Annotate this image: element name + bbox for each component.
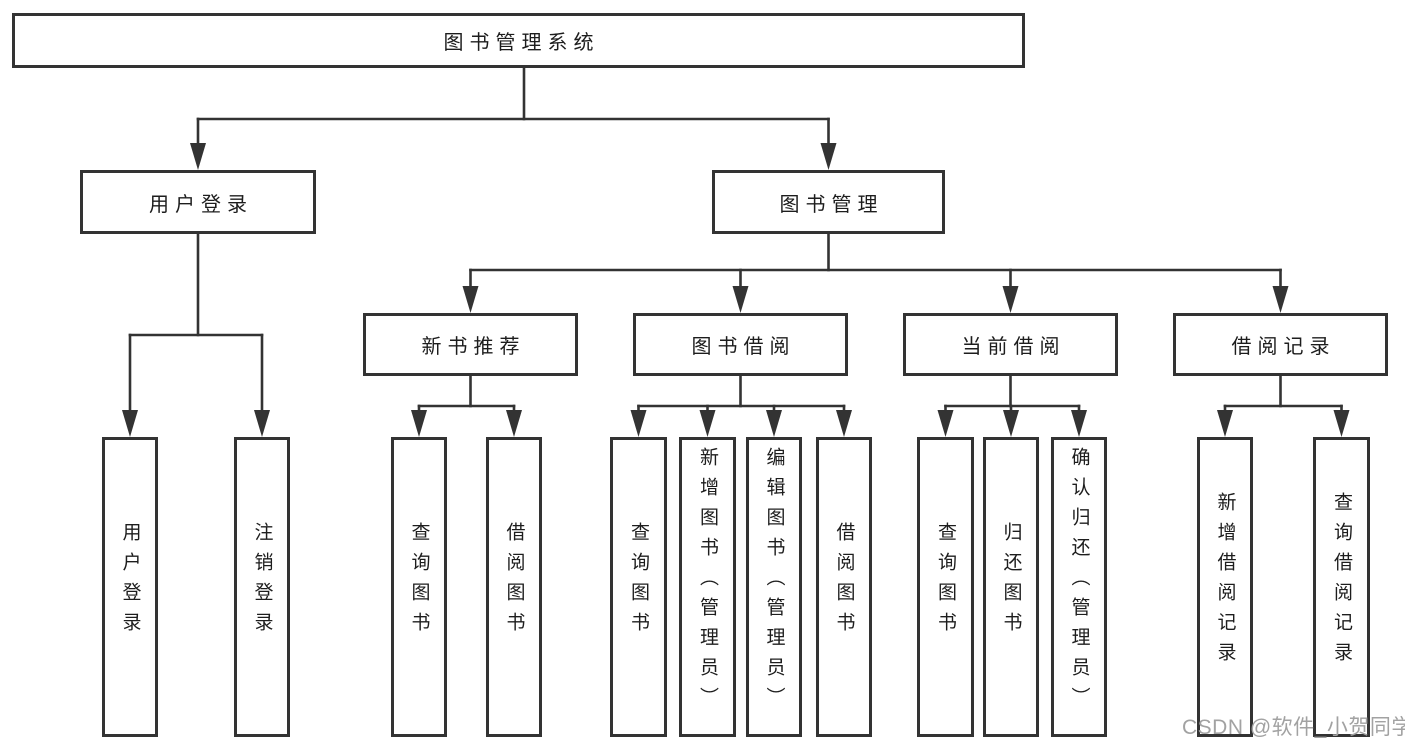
leaf-edit-books-admin: 编辑图书（管理员） — [746, 437, 802, 737]
leaf-user-login: 用户登录 — [102, 437, 158, 737]
node-library-system: 图书管理系统 — [12, 13, 1025, 68]
leaf-recommend-borrow-books-label: 借阅图书 — [503, 522, 525, 642]
leaf-edit-books-admin-label: 编辑图书（管理员） — [763, 447, 785, 717]
node-user-login: 用户登录 — [80, 170, 316, 234]
leaf-return-books-label: 归还图书 — [1000, 522, 1022, 642]
leaf-borrow-books: 借阅图书 — [816, 437, 872, 737]
node-book-borrow: 图书借阅 — [633, 313, 848, 376]
leaf-current-query-books-label: 查询图书 — [935, 522, 956, 642]
node-book-management-label: 图书管理 — [779, 193, 884, 216]
leaf-borrow-books-label: 借阅图书 — [833, 522, 855, 642]
leaf-add-borrow-record: 新增借阅记录 — [1197, 437, 1253, 737]
node-library-system-label: 图书管理系统 — [443, 32, 600, 54]
node-new-book-recommend: 新书推荐 — [363, 313, 578, 376]
leaf-logout-label: 注销登录 — [251, 522, 273, 642]
leaf-recommend-borrow-books: 借阅图书 — [486, 437, 542, 737]
leaf-query-borrow-record-label: 查询借阅记录 — [1331, 492, 1352, 672]
leaf-add-books-admin: 新增图书（管理员） — [679, 437, 736, 737]
leaf-query-borrow-record: 查询借阅记录 — [1313, 437, 1370, 737]
node-current-borrow: 当前借阅 — [903, 313, 1118, 376]
node-book-borrow-label: 图书借阅 — [691, 336, 796, 358]
leaf-borrow-query-books: 查询图书 — [610, 437, 667, 737]
node-new-book-recommend-label: 新书推荐 — [421, 336, 526, 358]
leaf-add-books-admin-label: 新增图书（管理员） — [697, 447, 718, 717]
leaf-return-books: 归还图书 — [983, 437, 1039, 737]
leaf-logout: 注销登录 — [234, 437, 290, 737]
leaf-borrow-query-books-label: 查询图书 — [628, 522, 649, 642]
leaf-confirm-return-admin-label: 确认归还（管理员） — [1068, 447, 1090, 717]
leaf-recommend-query-books-label: 查询图书 — [408, 522, 430, 642]
node-current-borrow-label: 当前借阅 — [961, 336, 1066, 358]
node-borrow-records-label: 借阅记录 — [1231, 336, 1336, 358]
watermark: CSDN @软件_小贺同学 — [1182, 716, 1405, 739]
node-book-management: 图书管理 — [712, 170, 945, 234]
leaf-add-borrow-record-label: 新增借阅记录 — [1214, 492, 1236, 672]
leaf-user-login-label: 用户登录 — [119, 522, 141, 642]
node-user-login-label: 用户登录 — [149, 193, 253, 216]
leaf-current-query-books: 查询图书 — [917, 437, 974, 737]
leaf-recommend-query-books: 查询图书 — [391, 437, 447, 737]
leaf-confirm-return-admin: 确认归还（管理员） — [1051, 437, 1107, 737]
node-borrow-records: 借阅记录 — [1173, 313, 1388, 376]
